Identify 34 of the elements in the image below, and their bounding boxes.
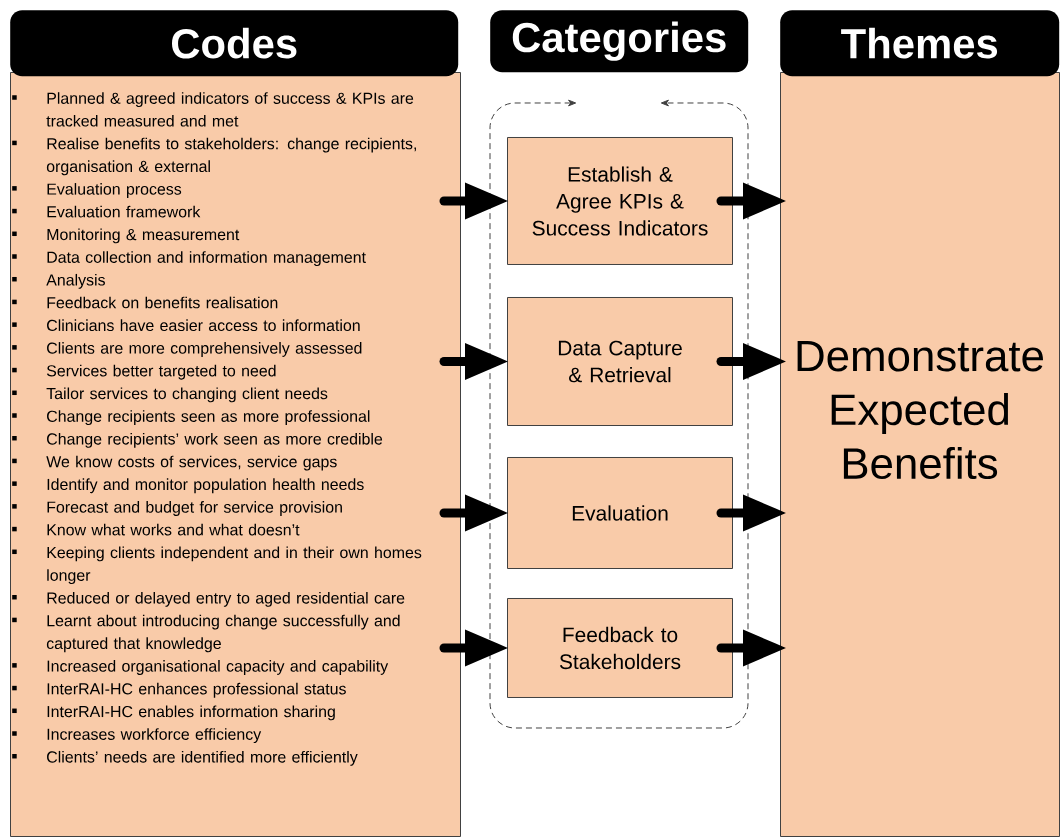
bullet-item: Evaluation process — [12, 183, 182, 198]
bullet-item: Forecast and budget for service provision — [12, 501, 342, 516]
bullet-item: Realise benefits to stakeholders: change recipients, organisation & external — [12, 137, 416, 176]
bullet-item: Keeping clients independent and in their own homes longer — [12, 546, 422, 585]
header-tab: Themes — [780, 10, 1060, 77]
bullet-item: Increases workforce efficiency — [12, 728, 262, 744]
bullet-item: Clinicians have easier access to information — [12, 319, 360, 332]
bullet-item: Data collection and information management — [12, 251, 366, 267]
header-tab: Categories — [490, 10, 749, 73]
bullet-item: Change recipients seen as more professional — [12, 410, 370, 426]
bullet-item: Know what works and what doesn’t — [12, 523, 300, 536]
category-box: Data Capture & Retrieval — [507, 297, 733, 426]
bullet-item: Tailor services to changing client needs — [12, 387, 328, 403]
bullet-item: Increased organisational capacity and capability — [12, 660, 389, 675]
bullet-item: Reduced or delayed entry to aged residential care — [12, 591, 405, 607]
theme-label: Demonstrate Expected Benefits — [797, 340, 1043, 480]
bullet-item: Services better targeted to need — [12, 364, 276, 380]
bullet-item: Planned & agreed indicators of success & KPIs are tracked measured and met — [12, 92, 414, 127]
category-box: Establish & Agree KPIs & Success Indicators — [507, 137, 733, 265]
bullet-item: Identify and monitor population health needs — [12, 478, 364, 494]
header-tab: Codes — [10, 10, 459, 77]
bullet-item: InterRAI-HC enables information sharing — [12, 705, 335, 721]
bullet-item: Monitoring & measurement — [12, 228, 240, 244]
bullet-item: Feedback on benefits realisation — [12, 296, 278, 309]
bullet-item: Clients are more comprehensively assessed — [12, 342, 362, 357]
bullet-item: InterRAI-HC enhances professional status — [12, 682, 346, 698]
category-box: Feedback to Stakeholders — [507, 598, 733, 698]
category-box: Evaluation — [507, 457, 733, 569]
bullet-item: Analysis — [12, 273, 105, 289]
bullet-item: Learnt about introducing change successfully and captured that knowledge — [12, 614, 400, 653]
bullet-item: We know costs of services, service gaps — [12, 455, 337, 471]
bullet-item: Clients’ needs are identified more efficiently — [12, 750, 358, 766]
bullet-item: Change recipients’ work seen as more credible — [12, 432, 383, 448]
bullet-item: Evaluation framework — [12, 205, 201, 218]
